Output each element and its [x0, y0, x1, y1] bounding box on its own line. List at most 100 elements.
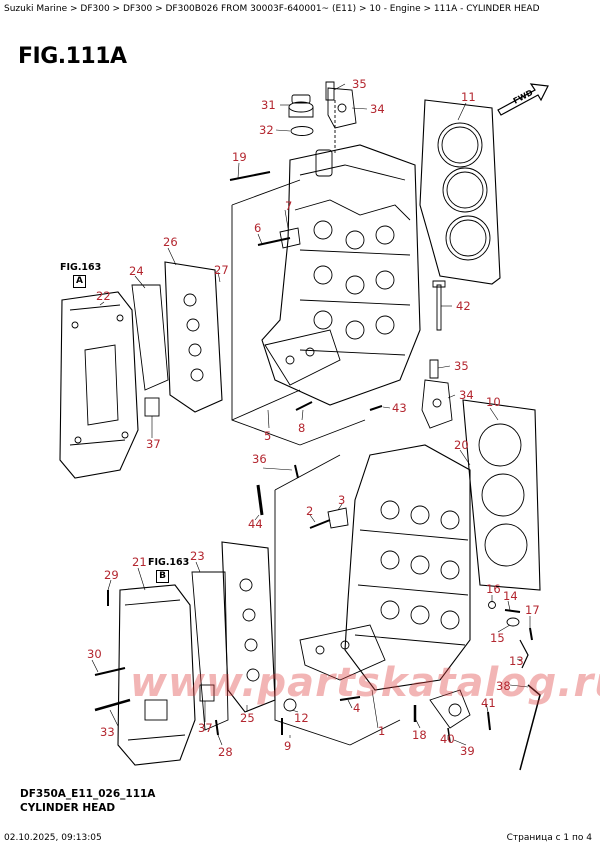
callout-20[interactable]: 20: [454, 438, 469, 452]
upper-cylinder-head: [261, 144, 421, 406]
callout-15[interactable]: 15: [490, 631, 505, 645]
dipstick-38: [519, 684, 541, 771]
callout-3[interactable]: 3: [338, 493, 346, 507]
o-ring-15: [506, 617, 520, 627]
figure-title: FIG.111A: [18, 44, 127, 69]
bolt-2: [309, 519, 331, 529]
figure-code: DF350A_E11_026_111A: [20, 788, 156, 800]
head-gasket-lower: [462, 399, 541, 591]
bolt-30: [94, 667, 126, 676]
callout-23[interactable]: 23: [190, 549, 205, 563]
callout-14[interactable]: 14: [503, 589, 518, 603]
callout-26[interactable]: 26: [163, 235, 178, 249]
bolt-17: [529, 627, 533, 641]
callout-11[interactable]: 11: [461, 90, 476, 104]
callout-13[interactable]: 13: [509, 654, 524, 668]
breadcrumb: Suzuki Marine > DF300 > DF300 > DF300B02…: [4, 4, 540, 14]
bolt-14: [504, 609, 521, 613]
callout-43[interactable]: 43: [392, 401, 407, 415]
bolt-28: [215, 719, 219, 736]
footer-page-indicator: Страница с 1 по 4: [506, 833, 592, 843]
callout-18[interactable]: 18: [412, 728, 427, 742]
callout-34[interactable]: 34: [370, 102, 385, 116]
callout-35[interactable]: 35: [352, 77, 367, 91]
housing-40: [429, 689, 471, 729]
washer-12: [283, 698, 297, 712]
callout-27[interactable]: 27: [214, 263, 229, 277]
callout-25[interactable]: 25: [240, 711, 255, 725]
hanger-34-top: [327, 87, 357, 129]
bolt-8: [295, 401, 313, 411]
callout-34b[interactable]: 34: [459, 388, 474, 402]
callout-1[interactable]: 1: [378, 724, 386, 738]
fig-ref-label-a[interactable]: FIG.163: [60, 262, 102, 273]
bolt-43: [369, 405, 383, 411]
footer-datetime: 02.10.2025, 09:13:05: [4, 833, 102, 843]
lower-cylinder-head: [299, 444, 471, 691]
callout-42[interactable]: 42: [456, 299, 471, 313]
fig-ref-box-b[interactable]: B: [156, 570, 169, 583]
callout-38[interactable]: 38: [496, 679, 511, 693]
sensor-33: [94, 698, 131, 712]
callout-37b[interactable]: 37: [198, 721, 213, 735]
callout-33[interactable]: 33: [100, 725, 115, 739]
bolt-19: [229, 171, 271, 181]
head-cover-lower: [117, 584, 196, 766]
fig-ref-label-b[interactable]: FIG.163: [148, 557, 190, 568]
bolt-35-top: [325, 81, 335, 101]
dowel-44: [256, 484, 264, 516]
callout-10[interactable]: 10: [486, 395, 501, 409]
callout-8[interactable]: 8: [298, 421, 306, 435]
fwd-label: FWD: [512, 88, 535, 106]
callout-36[interactable]: 36: [252, 452, 267, 466]
oil-filler-cap: [288, 94, 314, 118]
head-cover-upper: [59, 291, 139, 479]
callout-2[interactable]: 2: [306, 504, 314, 518]
bolt-35-lower: [429, 359, 439, 379]
bolt-6: [257, 237, 291, 246]
bolt-4: [339, 696, 361, 701]
callout-39[interactable]: 39: [460, 744, 475, 758]
callout-22[interactable]: 22: [96, 289, 111, 303]
figure-caption: CYLINDER HEAD: [20, 802, 116, 814]
callout-24[interactable]: 24: [129, 264, 144, 278]
callout-17[interactable]: 17: [525, 603, 540, 617]
clamp-7: [279, 227, 301, 249]
callout-6[interactable]: 6: [254, 221, 262, 235]
callout-31[interactable]: 31: [261, 98, 276, 112]
cap-o-ring: [290, 126, 314, 136]
callout-16[interactable]: 16: [486, 582, 501, 596]
callout-37[interactable]: 37: [146, 437, 161, 451]
callout-9[interactable]: 9: [284, 739, 292, 753]
callout-29[interactable]: 29: [104, 568, 119, 582]
gasket-24: [131, 284, 169, 391]
cover-gasket-26: [164, 261, 223, 413]
fwd-arrow-icon: [497, 83, 549, 116]
callout-44[interactable]: 44: [248, 517, 263, 531]
bolt-36: [294, 464, 299, 479]
callout-30[interactable]: 30: [87, 647, 102, 661]
head-gasket-upper: [419, 99, 501, 285]
callout-28[interactable]: 28: [218, 745, 233, 759]
cover-gasket-25: [221, 541, 276, 713]
callout-32[interactable]: 32: [259, 123, 274, 137]
bracket-37-lower: [199, 684, 215, 702]
callout-5[interactable]: 5: [264, 429, 272, 443]
clamp-3: [327, 507, 349, 529]
callout-7[interactable]: 7: [285, 199, 293, 213]
callout-40[interactable]: 40: [440, 732, 455, 746]
callout-19[interactable]: 19: [232, 150, 247, 164]
hanger-34-lower: [421, 379, 453, 429]
callout-21[interactable]: 21: [132, 555, 147, 569]
callout-41[interactable]: 41: [481, 696, 496, 710]
gasket-23: [191, 571, 229, 731]
callout-4[interactable]: 4: [353, 701, 361, 715]
callout-12[interactable]: 12: [294, 711, 309, 725]
callout-35b[interactable]: 35: [454, 359, 469, 373]
watermark: www.partskatalog.ru: [130, 660, 600, 706]
bolt-39: [447, 727, 451, 743]
pipe-13: [519, 639, 529, 669]
fig-ref-box-a[interactable]: A: [73, 275, 86, 288]
